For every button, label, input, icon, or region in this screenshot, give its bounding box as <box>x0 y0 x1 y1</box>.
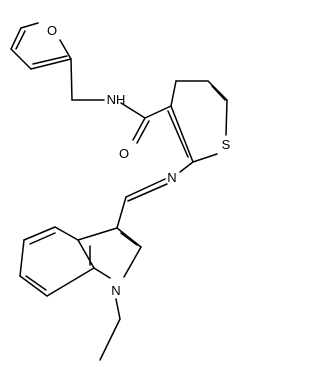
imine-linkage <box>116 161 194 229</box>
furan-oxygen-label: O <box>47 23 57 38</box>
amide-oxygen-label: O <box>119 146 129 161</box>
imine-nitrogen-label: N <box>167 170 176 185</box>
indole-ring <box>19 226 142 297</box>
chemical-structure-diagram: O NH O S N N <box>10 22 231 361</box>
furan-ring <box>10 22 73 101</box>
thiophene-ring <box>167 80 228 163</box>
amide-group <box>120 102 172 144</box>
indole-nitrogen-label: N <box>111 283 120 298</box>
amide-nitrogen-label: NH <box>107 92 126 107</box>
ethyl-group <box>99 298 121 361</box>
thiophene-sulfur-label: S <box>222 137 231 152</box>
